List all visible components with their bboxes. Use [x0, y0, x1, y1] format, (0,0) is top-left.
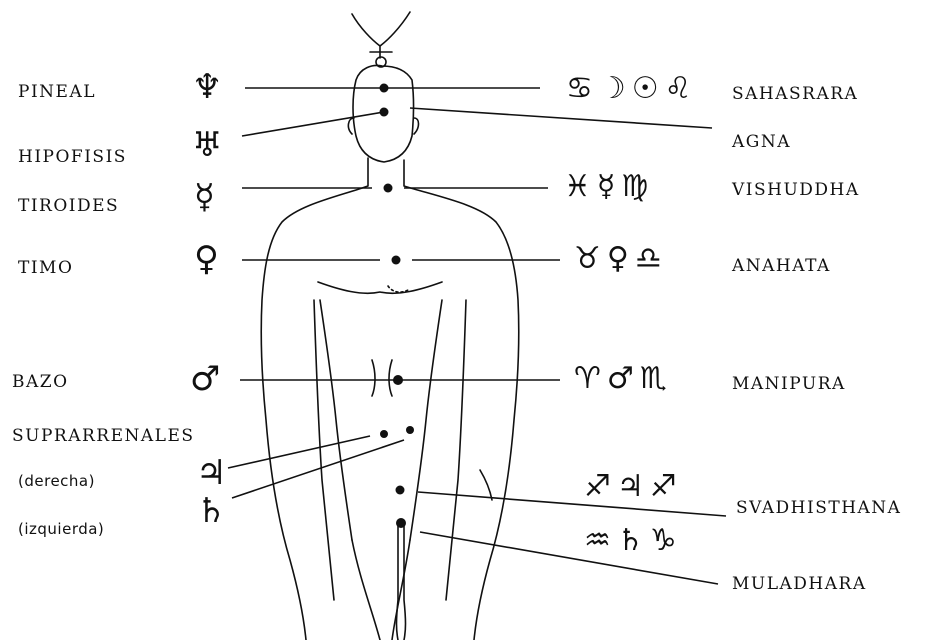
neptune-icon: ♆ [192, 70, 222, 104]
chakra-dot-icon [406, 426, 414, 434]
saturn-icon: ♄ [196, 494, 226, 528]
muladhara-signs-icon: ♒♄♑ [584, 526, 683, 556]
chakra-dot-icon [380, 84, 389, 93]
svadhisthana-signs-icon: ♐♃♐ [584, 472, 683, 502]
label-anahata: ANAHATA [732, 256, 831, 276]
label-derecha: (derecha) [18, 472, 95, 490]
mercury-icon: ☿ [194, 180, 215, 214]
venus-icon: ♀ [194, 242, 219, 276]
label-suprarrenales: SUPRARRENALES [12, 426, 195, 446]
chakra-dot-icon [384, 184, 393, 193]
label-izquierda: (izquierda) [18, 520, 104, 538]
chakra-dot-icon [392, 256, 401, 265]
chakra-dot-icon [396, 486, 405, 495]
neck-shoulders-outline [261, 158, 368, 640]
chakra-dot-icon [393, 375, 403, 385]
chakra-dot-icon [396, 518, 406, 528]
anahata-signs-icon: ♉♀♎ [574, 244, 668, 274]
label-pineal: PINEAL [18, 82, 96, 102]
chakra-dot-icon [380, 430, 388, 438]
manipura-signs-icon: ♈♂♏ [574, 364, 673, 394]
sahasrara-signs-icon: ♋☽☉♌ [566, 74, 698, 104]
label-agna: AGNA [732, 132, 791, 152]
label-tiroides: TIROIDES [18, 196, 119, 216]
chakra-points [380, 84, 415, 529]
crown-horns-icon [352, 12, 410, 58]
label-bazo: BAZO [12, 372, 69, 392]
jupiter-icon: ♃ [196, 456, 226, 490]
label-timo: TIMO [18, 258, 73, 278]
label-muladhara: MULADHARA [732, 574, 867, 594]
label-hipofisis: HIPOFISIS [18, 147, 127, 167]
label-manipura: MANIPURA [732, 374, 846, 394]
chakra-dot-icon [380, 108, 389, 117]
label-vishuddha: VISHUDDHA [732, 180, 860, 200]
mars-icon: ♂ [190, 362, 220, 396]
chest-outline [318, 282, 442, 293]
vishuddha-signs-icon: ♓☿♍ [564, 172, 654, 202]
label-svadhisthana: SVADHISTHANA [736, 498, 901, 518]
uranus-icon: ♅ [192, 128, 222, 162]
legs-outline [352, 540, 410, 640]
label-sahasrara: SAHASRARA [732, 84, 858, 104]
